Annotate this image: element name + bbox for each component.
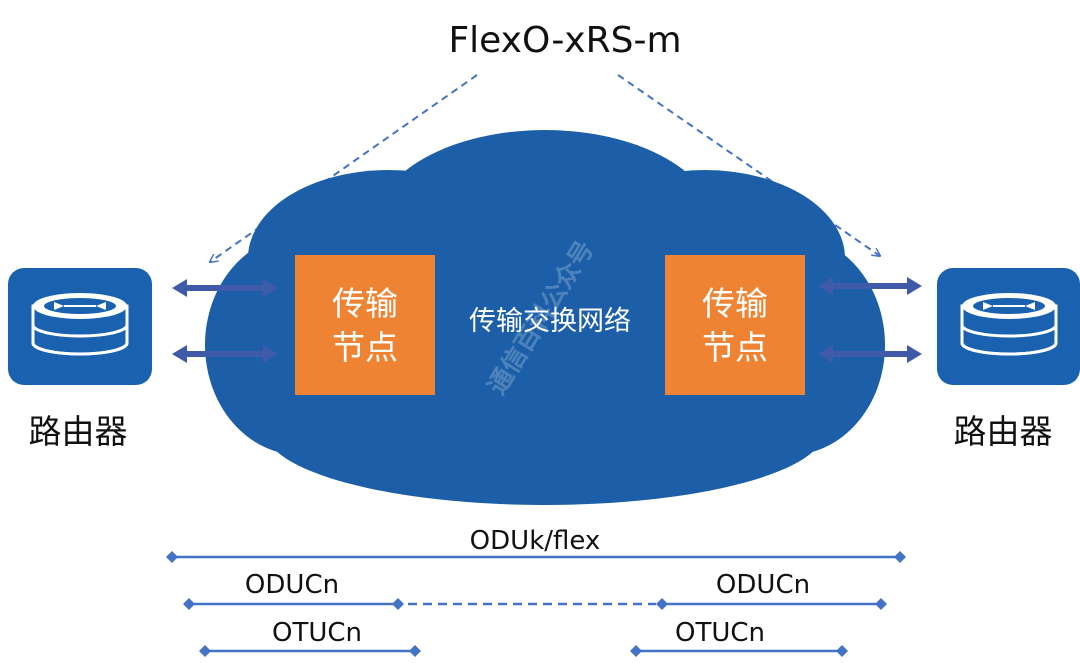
otucn-span-right: [630, 645, 848, 657]
oducn-label-right: ODUCn: [716, 570, 810, 600]
link-arrow-left-top: [172, 279, 278, 297]
router-label-left: 路由器: [29, 412, 128, 451]
link-arrow-right-top: [818, 277, 922, 295]
node-right-line1: 传输: [702, 284, 768, 323]
otucn-label-left: OTUCn: [272, 618, 362, 648]
router-icon-left: [8, 268, 152, 385]
network-label: 传输交换网络: [469, 306, 631, 337]
oducn-span-right: [656, 598, 887, 610]
node-right-line2: 节点: [702, 328, 768, 367]
oducn-span-left: [183, 598, 404, 610]
node-left-line2: 节点: [332, 328, 398, 367]
oducn-label-left: ODUCn: [245, 570, 339, 600]
otucn-span-left: [199, 645, 421, 657]
node-left-line1: 传输: [332, 284, 398, 323]
link-arrow-left-bottom: [172, 345, 278, 363]
title-pointer-right: [617, 74, 880, 256]
title-pointer-left: [210, 74, 478, 262]
link-arrow-right-bottom: [818, 345, 922, 363]
diagram-title: FlexO-xRS-m: [448, 20, 681, 61]
oduk-label: ODUk/flex: [470, 526, 601, 556]
oduk-span: [166, 551, 906, 563]
router-label-right: 路由器: [954, 412, 1053, 451]
otucn-label-right: OTUCn: [675, 618, 765, 648]
router-icon-right: [937, 268, 1080, 385]
transmission-node-right: 传输 节点: [665, 255, 805, 395]
transmission-node-left: 传输 节点: [295, 255, 435, 395]
